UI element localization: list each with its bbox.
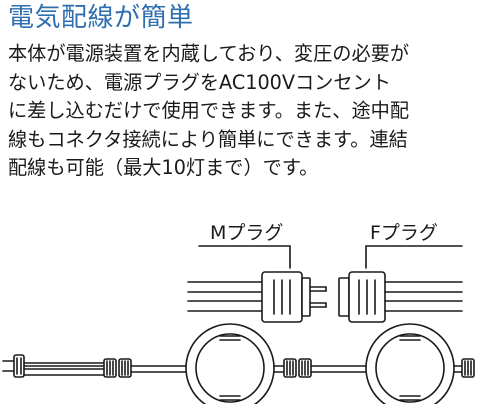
male-plug-icon <box>261 271 327 323</box>
description-line: に差し込むだけで使用できます。また、途中配 <box>8 99 410 123</box>
power-plug-icon <box>2 354 25 378</box>
male-cable <box>187 281 263 312</box>
male-plug-label: Mプラグ <box>210 222 284 244</box>
description-line: 本体が電源装置を内蔵しており、変圧の必要が <box>8 42 410 65</box>
description-line: 配線も可能（最大10灯まで）です。 <box>8 156 319 180</box>
end-connector-icon <box>461 358 475 378</box>
connector-pair-icon <box>283 358 312 378</box>
female-plug-label: Fプラグ <box>370 222 438 244</box>
connector-pair-icon <box>103 358 132 378</box>
female-plug-icon <box>338 271 386 323</box>
supply-cable <box>23 362 105 376</box>
description-paragraph: 本体が電源装置を内蔵しており、変圧の必要が ないため、電源プラグをAC100Vコ… <box>8 40 478 183</box>
description-line: 線もコネクタ接続により簡単にできます。連結 <box>8 127 408 151</box>
description-line: ないため、電源プラグをAC100Vコンセント <box>8 70 391 94</box>
ring-light-icon <box>185 323 275 404</box>
female-cable <box>384 281 463 312</box>
page-title: 電気配線が簡単 <box>8 3 194 33</box>
ring-light-icon <box>365 323 455 404</box>
